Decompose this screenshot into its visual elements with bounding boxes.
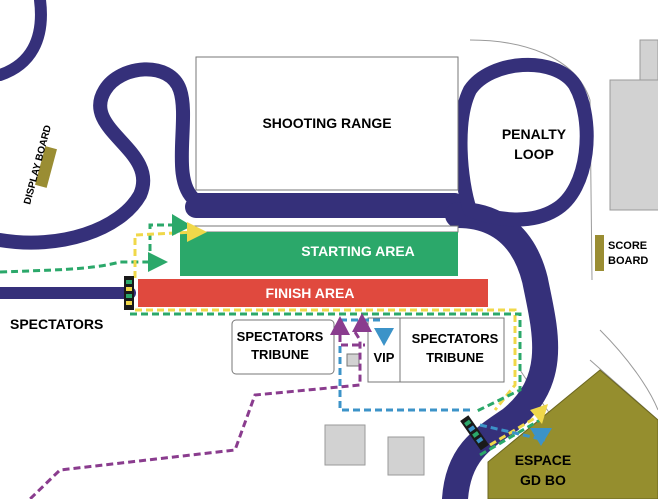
buildings (324, 39, 658, 476)
penalty-loop-label-2: LOOP (514, 146, 554, 162)
tribune-left (231, 319, 335, 375)
tribune-right-label-1: SPECTATORS (412, 331, 499, 346)
route-yellow-finish (135, 308, 517, 411)
spectators-label: SPECTATORS (10, 316, 103, 332)
arrow-green-starting-area (148, 252, 168, 272)
finish-area (138, 279, 488, 307)
espace-label-2: GD BO (520, 472, 566, 488)
route-arrows (148, 214, 552, 446)
track-stadium-right (442, 202, 559, 499)
tribune-right-label-2: TRIBUNE (426, 350, 484, 365)
espace-gd-bo (487, 369, 658, 499)
vip-label: VIP (374, 350, 395, 365)
track-main-left (0, 62, 462, 250)
arrow-yellow-start (187, 222, 207, 242)
building-small-2 (387, 436, 425, 476)
track-top-left (0, 0, 47, 81)
timing-gate-right (460, 415, 489, 451)
building-right-tab (639, 39, 658, 81)
small-kiosk (346, 353, 360, 367)
route-blue-espace (479, 423, 546, 442)
display-board: DISPLAY BOARD (22, 124, 57, 206)
building-small-1 (324, 424, 366, 466)
tribune-left-label-1: SPECTATORS (237, 329, 324, 344)
arrow-purple-left (330, 316, 350, 335)
display-board-sign (35, 146, 57, 188)
route-green-spectators (0, 260, 155, 274)
timing-gate-left (124, 276, 134, 310)
route-purple-tribune-2 (338, 335, 365, 347)
espace-label-1: ESPACE (515, 452, 572, 468)
arrow-yellow-espace (530, 404, 548, 424)
arrow-blue-espace (530, 428, 552, 446)
route-green-start (148, 223, 180, 262)
penalty-loop-label-1: PENALTY (502, 126, 567, 142)
score-board-label-2: BOARD (608, 255, 648, 267)
finish-area-label: FINISH AREA (266, 285, 355, 301)
starting-area-label: STARTING AREA (301, 243, 415, 259)
starting-area-band (179, 225, 459, 233)
arrow-purple-right (352, 313, 372, 332)
arrow-blue-vip (374, 328, 394, 346)
shooting-range-label: SHOOTING RANGE (262, 115, 391, 131)
building-right-top (609, 79, 658, 211)
route-purple-tribune (28, 331, 362, 499)
score-board: SCORE BOARD (595, 235, 648, 271)
tribune-left-label-2: TRIBUNE (251, 347, 309, 362)
arrow-green-start (172, 214, 192, 236)
routes (0, 223, 546, 499)
score-board-sign (595, 235, 604, 271)
starting-area (180, 232, 458, 276)
track-penalty-loop (453, 58, 594, 227)
ski-tracks (0, 0, 594, 499)
route-green-espace (479, 418, 541, 457)
score-board-label-1: SCORE (608, 240, 647, 252)
